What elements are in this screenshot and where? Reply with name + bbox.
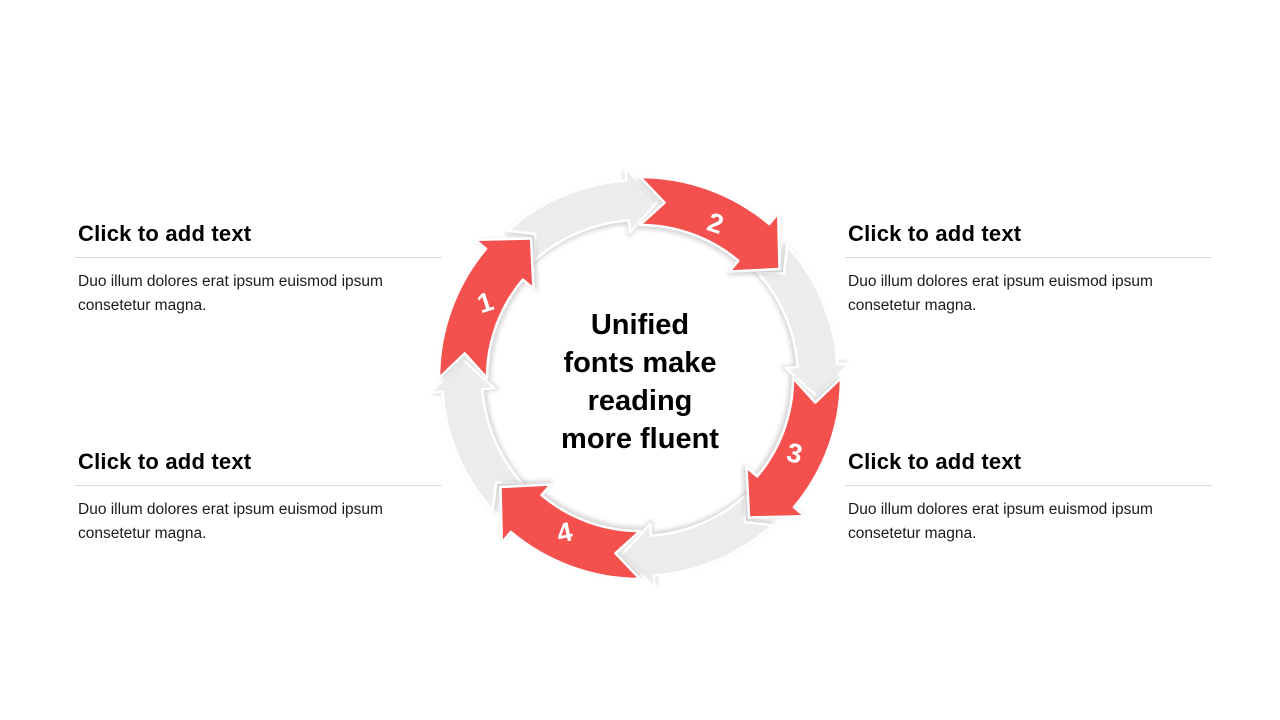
placeholder-heading[interactable]: Click to add text [848,221,1022,246]
step-number-3: 3 [784,437,805,469]
placeholder-heading[interactable]: Click to add text [78,221,252,246]
track-arrow-segment [620,494,774,589]
placeholder-body[interactable]: Duo illum dolores erat ipsum euismod ips… [78,501,383,542]
center-title-line: fonts make [563,347,717,379]
placeholder-body[interactable]: Duo illum dolores erat ipsum euismod ips… [78,273,383,314]
text-placeholder-top-right[interactable]: Click to add text Duo illum dolores erat… [845,219,1212,317]
center-title-line: Unified [590,309,690,341]
text-placeholder-bottom-left[interactable]: Click to add text Duo illum dolores erat… [75,447,442,545]
text-placeholder-bottom-right[interactable]: Click to add text Duo illum dolores erat… [845,447,1212,545]
placeholder-heading[interactable]: Click to add text [78,449,252,474]
step-number-4: 4 [554,516,575,548]
step-arrow-4[interactable] [499,483,642,581]
step-arrow-3[interactable] [745,376,843,519]
cycle-step-numbers: 1 2 3 4 [474,207,805,549]
text-placeholder-top-left[interactable]: Click to add text Duo illum dolores erat… [75,219,442,317]
heading-divider [845,257,1212,258]
placeholder-body[interactable]: Duo illum dolores erat ipsum euismod ips… [848,501,1153,542]
cycle-diagram: 1 2 3 4 [429,167,851,589]
track-arrow-segment [506,167,660,262]
heading-divider [75,257,442,258]
track-arrow-segment [429,358,524,512]
placeholder-heading[interactable]: Click to add text [848,449,1022,474]
cycle-track-arrows [429,167,851,589]
placeholder-body[interactable]: Duo illum dolores erat ipsum euismod ips… [848,273,1153,314]
step-arrow-1[interactable] [437,237,535,380]
track-arrow-segment [756,244,851,398]
heading-divider [75,485,442,486]
heading-divider [845,485,1212,486]
center-title[interactable]: Unified fonts make reading more fluent [500,306,780,458]
center-title-line: more fluent [561,423,719,455]
center-title-line: reading [587,385,693,417]
cycle-step-arrows [437,175,843,581]
step-arrow-2[interactable] [638,175,781,273]
